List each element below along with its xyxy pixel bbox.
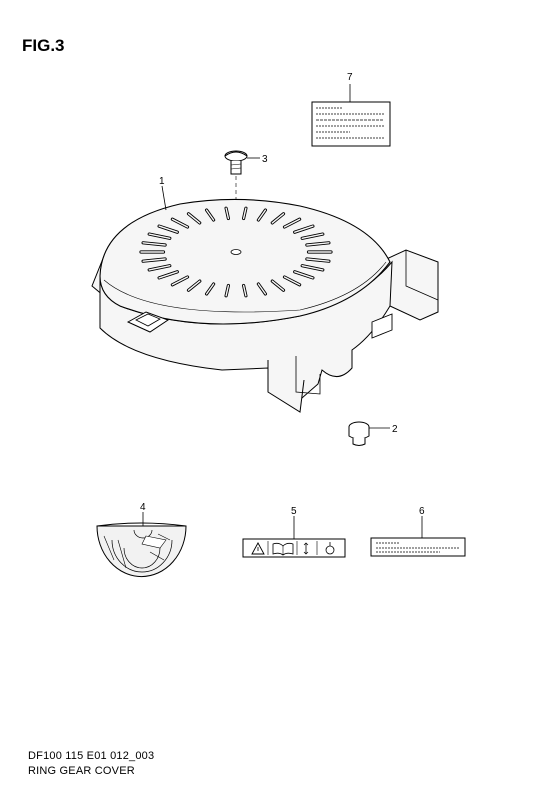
callout-3: 3 xyxy=(262,154,268,165)
callout-2: 2 xyxy=(392,424,398,435)
warning-triangle-icon xyxy=(251,542,265,555)
vent-slot-inner xyxy=(142,242,166,246)
part-5-warning-icons-label: 5 xyxy=(242,506,346,558)
part-3-screw: 3 xyxy=(224,150,268,250)
vent-slot-inner xyxy=(205,209,215,221)
vent-slot-inner xyxy=(205,283,215,295)
vent-slot-inner xyxy=(294,271,314,279)
vent-slot-inner xyxy=(187,280,201,291)
vent-slot-inner xyxy=(242,284,247,297)
vent-slot-inner xyxy=(283,218,301,228)
vent-slot-inner xyxy=(158,225,179,233)
vent-slot-inner xyxy=(148,233,171,240)
vent-slot-inner xyxy=(225,284,230,297)
vent-slot-inner xyxy=(271,213,285,224)
part-6-caution-strip-label: 6 xyxy=(370,506,466,557)
part-1-ring-gear-cover: 1 xyxy=(91,176,439,413)
diagram-code: DF100 115 E01 012_003 xyxy=(28,750,155,762)
callout-1: 1 xyxy=(159,176,165,187)
vent-slot-inner xyxy=(187,213,201,224)
part-7-info-label: 7 xyxy=(311,72,391,147)
vent-slot-inner xyxy=(257,283,267,295)
diagram-name: RING GEAR COVER xyxy=(28,765,135,777)
part-4-semicircle-label: 4 xyxy=(96,502,187,577)
vent-slot-inner xyxy=(242,207,247,220)
vent-slot-inner xyxy=(158,271,179,279)
vent-slot-inner xyxy=(306,258,330,262)
vent-slot-inner xyxy=(148,265,171,271)
figure-title: FIG.3 xyxy=(22,36,65,55)
vent-slot-inner xyxy=(306,242,330,246)
vent-slots xyxy=(139,206,333,298)
part-2-grommet: 2 xyxy=(348,421,398,446)
vent-slot-inner xyxy=(271,280,285,291)
vent-slot-inner xyxy=(142,258,166,262)
vent-slot-inner xyxy=(283,276,301,286)
vent-slot-inner xyxy=(257,209,267,221)
callout-5: 5 xyxy=(291,506,297,517)
up-down-arrow-icon xyxy=(303,542,309,555)
callout-7: 7 xyxy=(347,72,353,83)
vent-slot-inner xyxy=(171,276,189,286)
vent-slot-inner xyxy=(225,207,230,220)
callout-4: 4 xyxy=(140,502,146,513)
vent-slot-inner xyxy=(294,225,314,233)
manual-book-icon xyxy=(272,542,294,556)
vent-slot-inner xyxy=(301,265,324,271)
rotation-icon xyxy=(325,542,335,555)
callout-6: 6 xyxy=(419,506,425,517)
vent-slot-inner xyxy=(301,233,324,240)
vent-slot-inner xyxy=(171,218,189,228)
